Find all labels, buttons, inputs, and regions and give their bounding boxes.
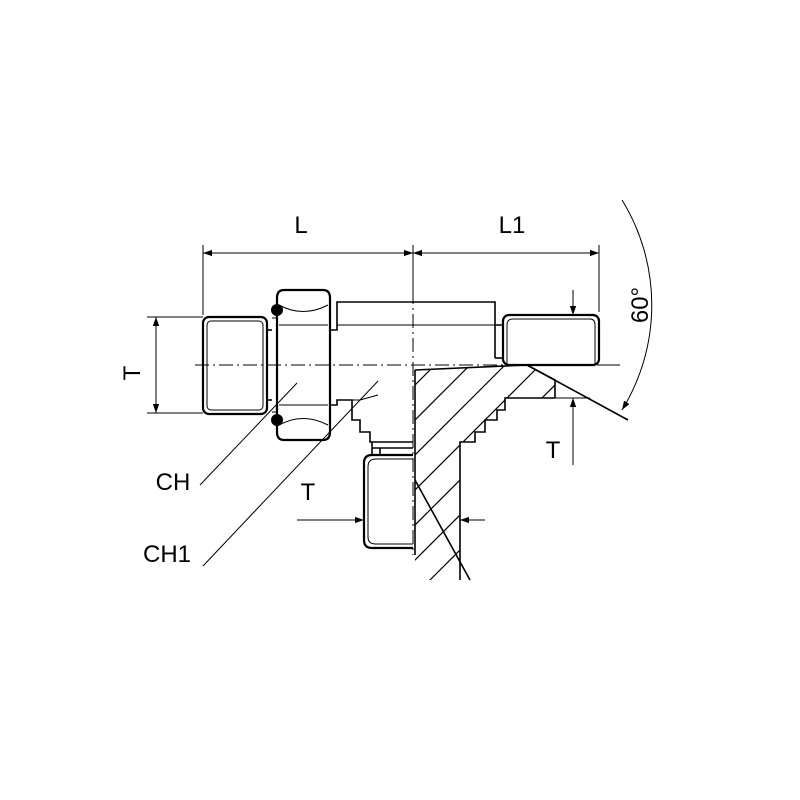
label-angle: 60° [627, 287, 654, 323]
label-T-left: T [119, 365, 146, 380]
bottom-thread-end [362, 453, 413, 550]
label-CH: CH [156, 469, 191, 496]
tee-body [330, 301, 503, 455]
dimension-T-bottom: T [297, 479, 485, 524]
angle-60-dimension: 60° [599, 199, 654, 411]
right-thread-end [501, 313, 601, 367]
dimension-L: L [202, 212, 414, 315]
label-T-bottom: T [301, 479, 316, 506]
section-view [414, 364, 629, 581]
dimension-L1: L1 [413, 212, 600, 312]
label-L: L [294, 212, 307, 239]
label-T-right: T [546, 437, 561, 464]
leader-CH: CH [156, 382, 298, 496]
label-L1: L1 [499, 212, 526, 239]
hex-nut [272, 288, 332, 442]
dimension-T-left: T [119, 316, 203, 414]
dimension-T-right: T [546, 290, 590, 465]
label-CH1: CH1 [143, 541, 191, 568]
left-thread-end [201, 315, 272, 416]
leader-CH1: CH1 [143, 380, 379, 568]
